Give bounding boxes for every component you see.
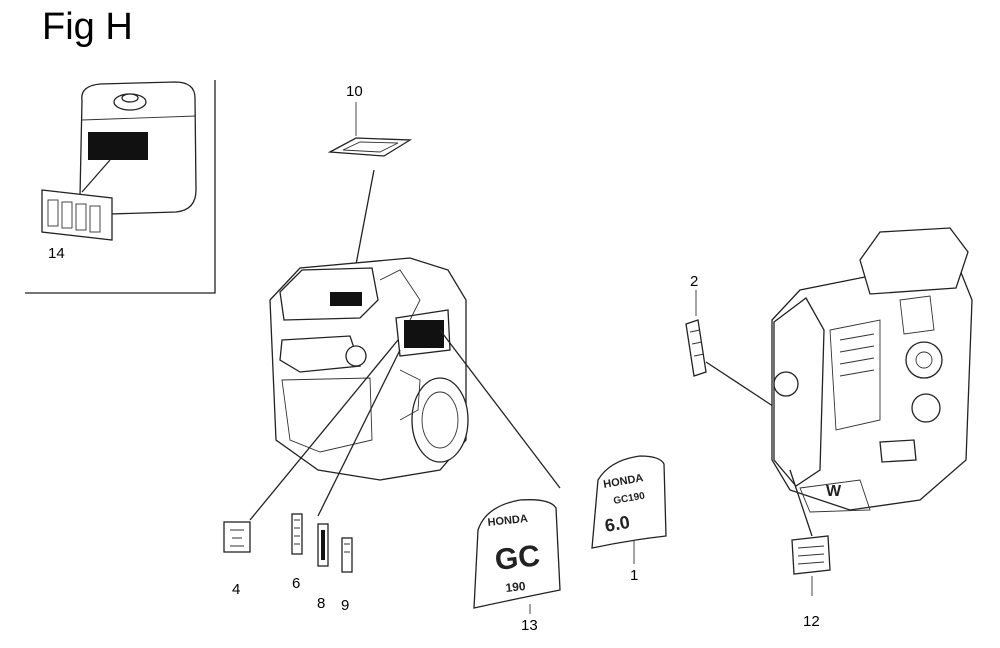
engine-front-view <box>249 257 561 521</box>
decal-13-number: 190 <box>505 579 527 595</box>
callout-4: 4 <box>232 581 240 598</box>
callout-10: 10 <box>346 83 363 100</box>
engine-rear-view: W <box>771 227 973 537</box>
figure-title: Fig H <box>42 6 133 48</box>
callout-8: 8 <box>317 595 325 612</box>
inset-frame <box>25 80 216 294</box>
decal-1-model: GC190 <box>613 491 647 507</box>
air-cleaner-decal-area <box>88 132 148 160</box>
engine-rear-shroud <box>773 297 825 487</box>
part-9-label: 9 <box>341 537 353 614</box>
part-4-label: 4 <box>223 521 251 598</box>
fuel-tank <box>279 267 379 321</box>
inset-air-cleaner: 14 <box>25 80 216 294</box>
callout-9: 9 <box>341 597 349 614</box>
callout-13: 13 <box>521 617 538 634</box>
air-cleaner <box>279 335 361 373</box>
callout-2: 2 <box>690 273 698 290</box>
part-1-decal: HONDA GC190 6.0 1 <box>591 455 667 584</box>
part-13-decal: HONDA GC 190 13 <box>473 499 561 634</box>
callout-1: 1 <box>630 567 638 584</box>
callout-6: 6 <box>292 575 300 592</box>
engine-rear-tank <box>859 227 969 295</box>
recoil-starter <box>411 377 469 463</box>
part-2-label: 2 <box>685 273 783 413</box>
part-8-label: 8 <box>317 523 329 612</box>
decal-13-brand: HONDA <box>487 513 528 529</box>
fuel-tank-decal <box>330 292 362 306</box>
engine-rear-mark: W <box>826 483 842 500</box>
decal-13-logo: GC <box>493 539 541 577</box>
callout-12: 12 <box>803 613 820 630</box>
decal-1-hp: 6.0 <box>603 512 631 536</box>
part-14-label <box>41 189 113 241</box>
callout-14: 14 <box>48 245 65 262</box>
part-12-label: 12 <box>791 535 831 630</box>
part-6-label: 6 <box>291 513 303 592</box>
output-shaft <box>879 439 917 463</box>
